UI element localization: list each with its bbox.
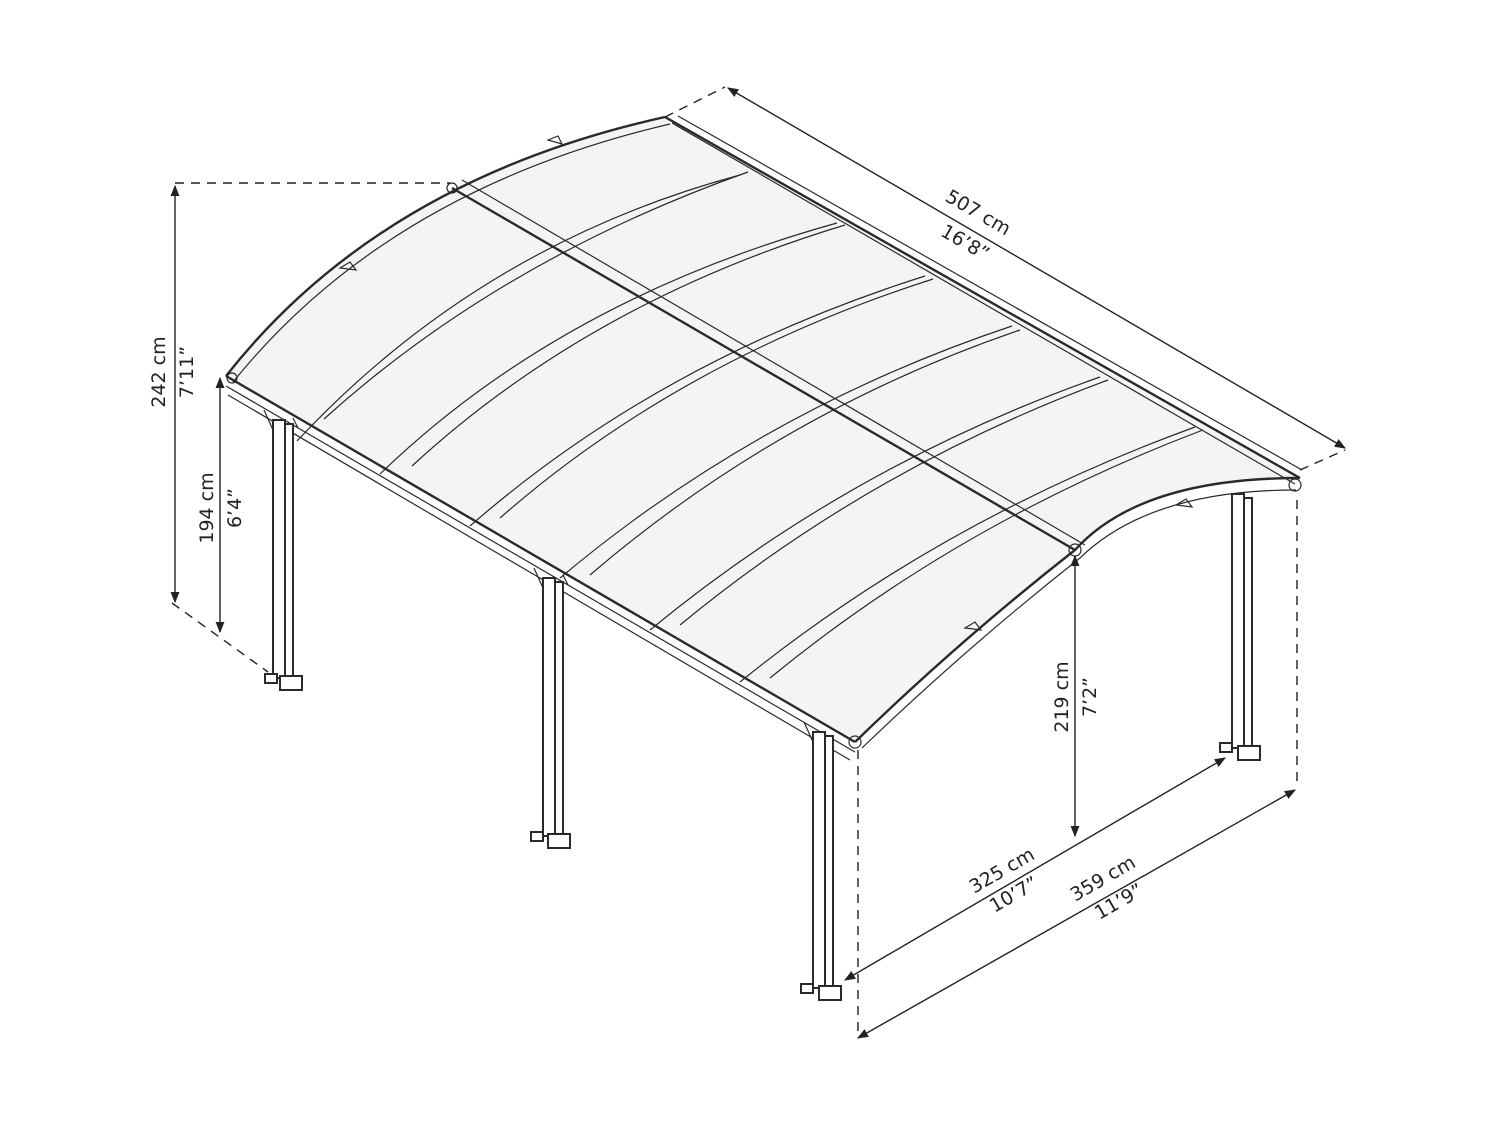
- total-height-imperial-label: 7’11”: [176, 346, 198, 398]
- roof-surface: [226, 117, 1300, 742]
- post-front-left: [800, 721, 842, 1001]
- roof-structure: [225, 115, 1303, 761]
- posts: [263, 409, 1261, 1001]
- dimension-lines: [170, 86, 1346, 1039]
- side-height-imperial-label: 6’4”: [224, 488, 246, 528]
- post-front-right: [1219, 493, 1261, 761]
- post-back-left: [263, 409, 303, 691]
- side-height-metric-label: 194 cm: [196, 472, 218, 543]
- total-height-metric-label: 242 cm: [148, 336, 170, 407]
- post-middle: [530, 567, 571, 849]
- front-height-imperial-label: 7’2”: [1079, 677, 1101, 717]
- front-height-metric-label: 219 cm: [1051, 661, 1073, 732]
